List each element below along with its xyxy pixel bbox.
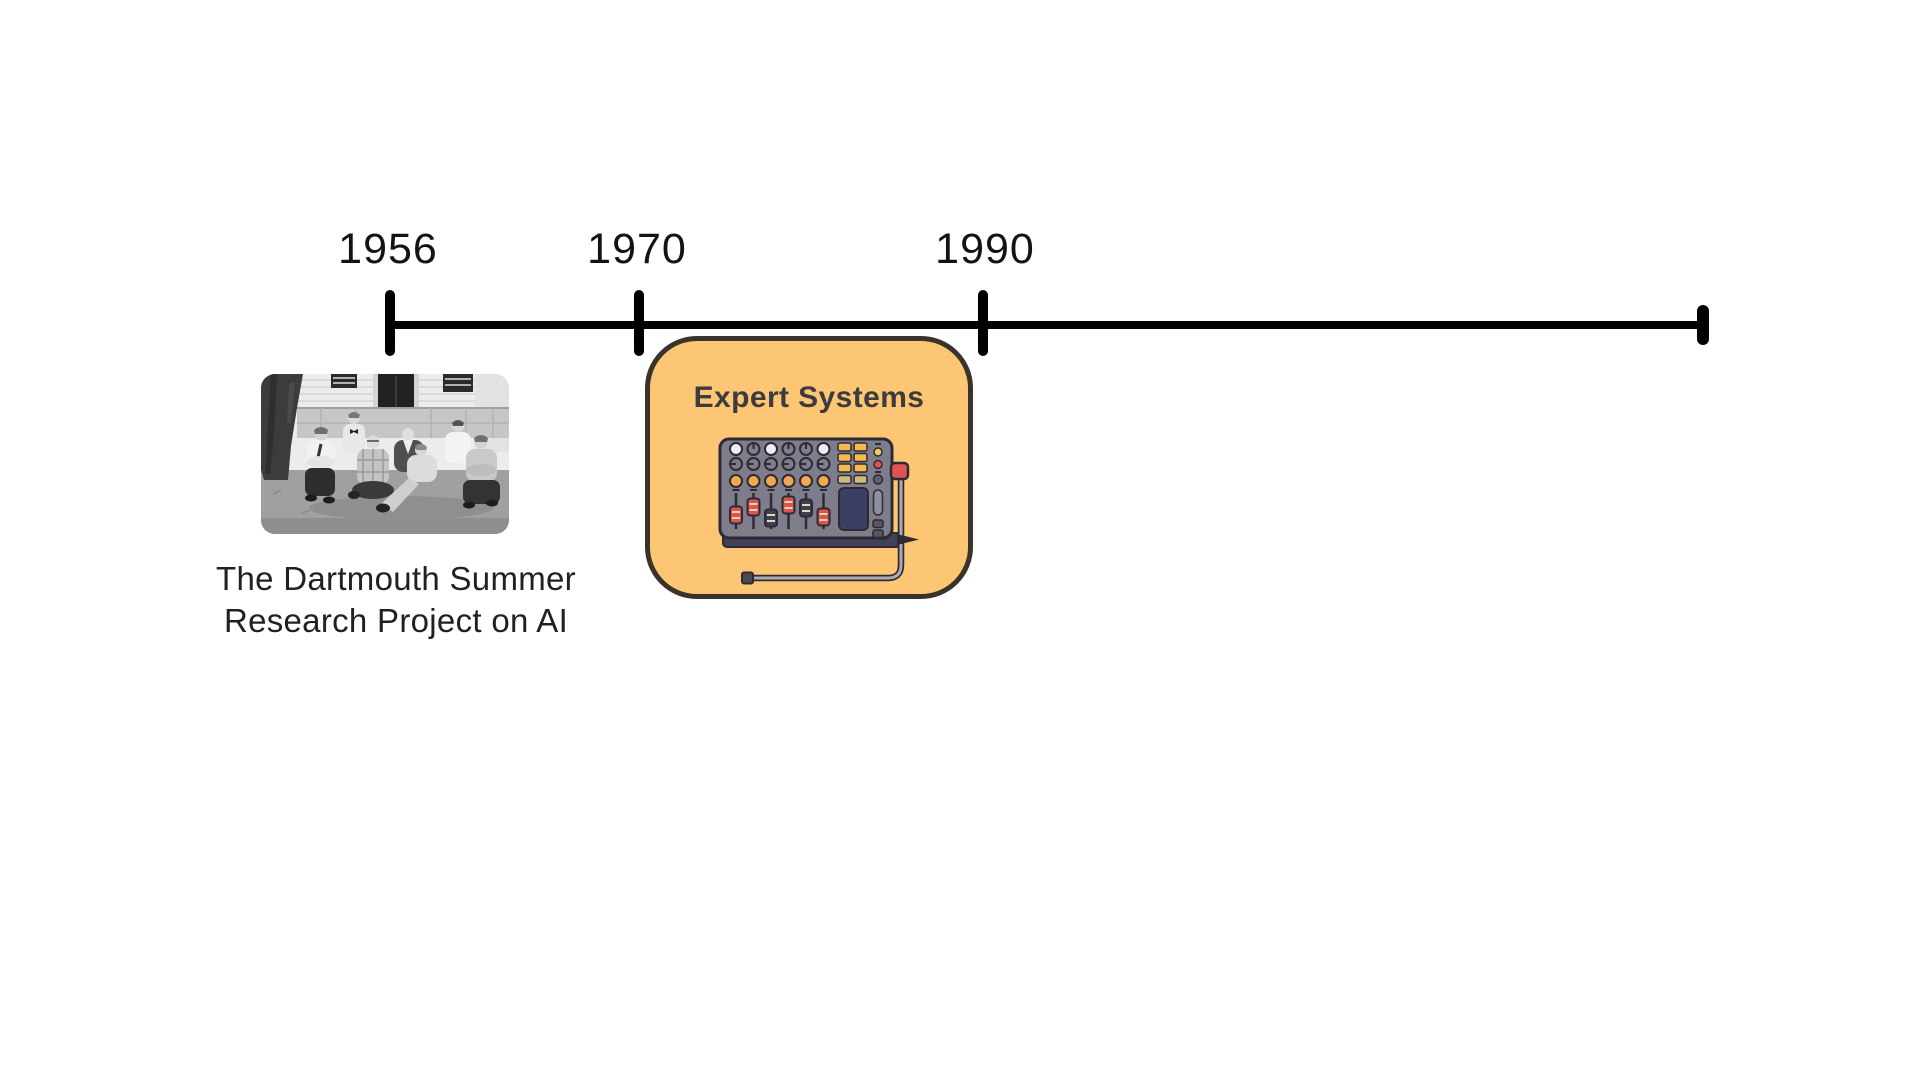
dartmouth-group-photo xyxy=(261,374,509,534)
expert-systems-card: Expert Systems xyxy=(645,336,973,599)
dartmouth-caption-line1: The Dartmouth Summer xyxy=(216,560,576,597)
expert-systems-title: Expert Systems xyxy=(693,381,925,414)
dartmouth-caption-line2: Research Project on AI xyxy=(223,602,569,639)
year-label-1970: 1970 xyxy=(587,225,687,273)
timeline-line xyxy=(388,321,1706,329)
year-label-1990: 1990 xyxy=(935,225,1035,273)
timeline-tick-1990 xyxy=(978,290,988,356)
year-label-1956: 1956 xyxy=(338,225,438,273)
dartmouth-photo-illustration xyxy=(261,374,509,534)
timeline-end-tick xyxy=(1697,305,1709,345)
audio-mixer-icon xyxy=(707,429,937,599)
timeline-tick-1956 xyxy=(385,290,395,356)
dartmouth-caption: The Dartmouth Summer Research Project on… xyxy=(196,558,596,642)
timeline-tick-1970 xyxy=(634,290,644,356)
